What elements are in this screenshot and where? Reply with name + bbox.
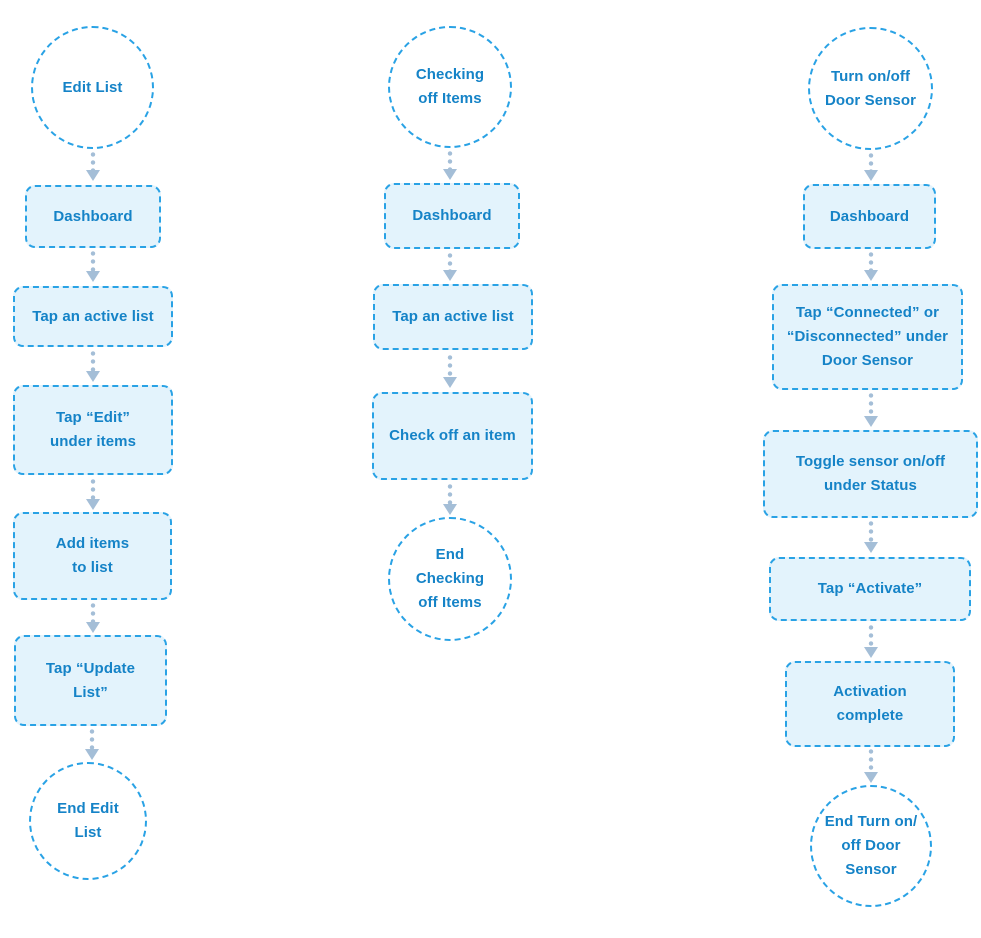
checking-off-items-step-dashboard: Dashboard bbox=[384, 183, 520, 249]
edit-list-step-tap-active-list: Tap an active list bbox=[13, 286, 173, 347]
edit-list-step-tap-update-list: Tap “Update List” bbox=[14, 635, 167, 726]
arrow-down-icon bbox=[442, 355, 458, 388]
arrow-down-icon bbox=[442, 151, 458, 180]
door-sensor-end-node: End Turn on/ off Door Sensor bbox=[810, 785, 932, 907]
door-sensor-step-tap-connected: Tap “Connected” or “Disconnected” under … bbox=[772, 284, 963, 390]
arrow-down-icon bbox=[85, 603, 101, 633]
checking-off-items-step-check-off-item: Check off an item bbox=[372, 392, 533, 480]
checking-off-items-start-node: Checking off Items bbox=[388, 26, 512, 148]
arrow-down-icon bbox=[863, 749, 879, 783]
arrow-down-icon bbox=[863, 625, 879, 658]
arrow-down-icon bbox=[85, 152, 101, 181]
edit-list-start-node: Edit List bbox=[31, 26, 154, 149]
door-sensor-step-toggle-sensor: Toggle sensor on/off under Status bbox=[763, 430, 978, 518]
door-sensor-step-activation-complete: Activation complete bbox=[785, 661, 955, 747]
arrow-down-icon bbox=[442, 253, 458, 281]
edit-list-step-tap-edit: Tap “Edit” under items bbox=[13, 385, 173, 475]
arrow-down-icon bbox=[863, 521, 879, 553]
arrow-down-icon bbox=[863, 153, 879, 181]
door-sensor-start-node: Turn on/off Door Sensor bbox=[808, 27, 933, 150]
arrow-down-icon bbox=[84, 729, 100, 760]
checking-off-items-step-tap-active-list: Tap an active list bbox=[373, 284, 533, 350]
arrow-down-icon bbox=[85, 251, 101, 282]
edit-list-end-node: End Edit List bbox=[29, 762, 147, 880]
edit-list-step-dashboard: Dashboard bbox=[25, 185, 161, 248]
arrow-down-icon bbox=[85, 351, 101, 382]
arrow-down-icon bbox=[442, 484, 458, 515]
edit-list-step-add-items: Add items to list bbox=[13, 512, 172, 600]
arrow-down-icon bbox=[85, 479, 101, 510]
arrow-down-icon bbox=[863, 393, 879, 427]
checking-off-items-end-node: End Checking off Items bbox=[388, 517, 512, 641]
arrow-down-icon bbox=[863, 252, 879, 281]
door-sensor-step-tap-activate: Tap “Activate” bbox=[769, 557, 971, 621]
door-sensor-step-dashboard: Dashboard bbox=[803, 184, 936, 249]
